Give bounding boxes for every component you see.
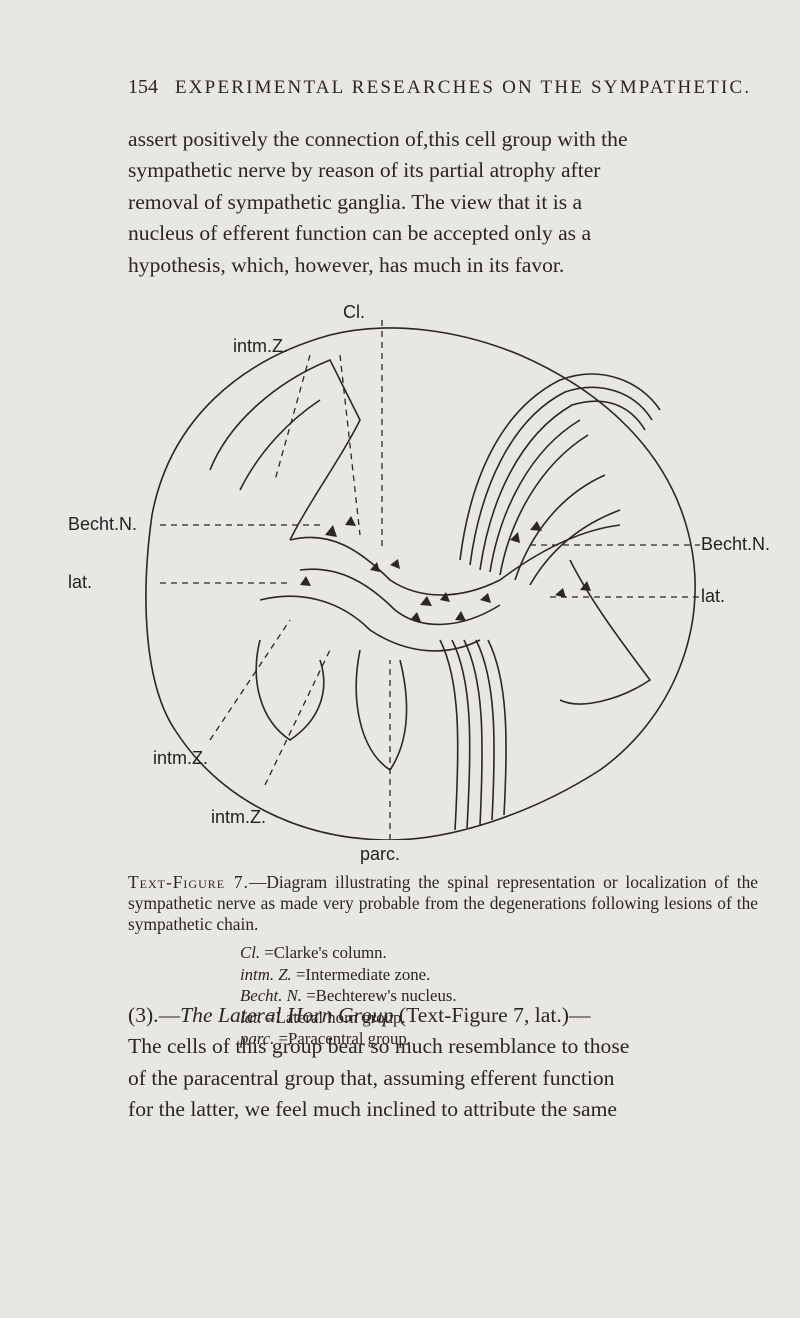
legend-row: Cl. =Clarke's column. (240, 942, 457, 964)
legend-row: parc. =Paracentral group. (240, 1028, 457, 1050)
figure-legend: Cl. =Clarke's column. intm. Z. =Intermed… (240, 942, 457, 1050)
label-lat-right: lat. (701, 586, 726, 606)
running-head: 154 EXPERIMENTAL RESEARCHES ON THE SYMPA… (128, 76, 749, 99)
figure-caption: Text-Figure 7.—Diagram illustrating the … (128, 872, 758, 935)
text-line: assert positively the connection of,this… (128, 127, 628, 151)
legend-meaning: =Clarke's column. (264, 943, 387, 962)
paragraph-2: (3).—The Lateral Horn Group (Text-Figure… (128, 1000, 738, 1126)
legend-abbr: intm. Z. (240, 964, 292, 984)
text-line: for the latter, we feel much inclined to… (128, 1097, 618, 1122)
section-ref: (Text-Figure 7, lat.)— (393, 1003, 591, 1027)
text-line: removal of sympathetic ganglia. The view… (128, 189, 583, 214)
label-becht-left: Becht.N. (68, 514, 138, 534)
section-title: The Lateral Horn Group (180, 1003, 394, 1027)
running-title: EXPERIMENTAL RESEARCHES ON THE SYMPATHET… (174, 77, 752, 98)
ventral-bundles (439, 639, 507, 831)
legend-meaning: =Intermediate zone. (295, 964, 431, 984)
legend-meaning: =Paracentral group. (278, 1029, 412, 1048)
dorsal-horn-left (209, 358, 361, 541)
legend-row: Becht. N. =Bechterew's nucleus. (240, 985, 457, 1007)
legend-abbr: Becht. N. (240, 986, 302, 1005)
legend-abbr: parc. (240, 1029, 275, 1048)
legend-row: intm. Z. =Intermediate zone. (240, 964, 457, 986)
text-line: hypothesis, which, however, has much in … (128, 252, 565, 277)
fiber-bundles-right (459, 373, 661, 586)
label-cl: Cl. (343, 302, 365, 322)
text-line: (3).—The Lateral Horn Group (Text-Figure… (128, 1000, 738, 1031)
label-parc: parc. (360, 844, 401, 864)
section-number: (3).— (128, 1003, 181, 1027)
ventral-horn-left (255, 639, 325, 741)
cord-outline (145, 327, 696, 841)
lateral-horn-right (559, 559, 652, 705)
caption-text: —Diagram illustrating the spinal represe… (128, 872, 758, 934)
spinal-diagram-figure: Cl. intm.Z. Becht.N. lat. Becht.N. lat. … (60, 300, 770, 864)
legend-abbr: lat. (240, 1007, 262, 1027)
legend-abbr: Cl. (240, 943, 261, 962)
legend-row: lat. =Lateral horn group. (240, 1007, 457, 1029)
ventral-horn-right (355, 649, 408, 772)
label-becht-right: Becht.N. (701, 534, 771, 554)
legend-meaning: =Bechterew's nucleus. (306, 986, 457, 1005)
text-line: of the paracentral group that, assuming … (128, 1065, 615, 1090)
spinal-diagram (145, 320, 700, 841)
legend-meaning: =Lateral horn group. (266, 1007, 406, 1027)
text-line: The cells of this group bear so much res… (128, 1034, 630, 1059)
label-intm-top: intm.Z. (233, 336, 289, 356)
label-intm-left: intm.Z. (153, 748, 209, 768)
label-intm-bottom: intm.Z. (211, 807, 267, 827)
text-line: nucleus of efferent function can be acce… (128, 221, 592, 246)
label-lat-left: lat. (68, 572, 93, 592)
page-number: 154 (128, 76, 158, 98)
cell-markings (300, 516, 591, 622)
paragraph-1: assert positively the connection of,this… (128, 124, 738, 281)
caption-lead: Text-Figure 7. (128, 872, 249, 892)
text-line: sympathetic nerve by reason of its parti… (128, 158, 601, 183)
